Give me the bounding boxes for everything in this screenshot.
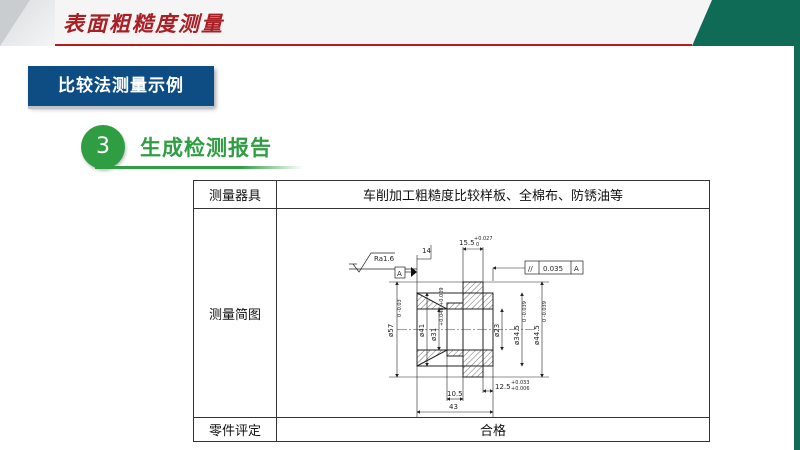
roughness-value: Ra1.6 <box>374 255 395 263</box>
dim-43-label: 43 <box>449 403 458 411</box>
bottom-dimension-lines <box>416 350 494 417</box>
dia-31-tolerance: +0.048 +0.009 <box>439 287 445 326</box>
dim-15-5-tol-lower: 0 <box>476 242 479 248</box>
dia-34-5-tolerance: 0 -0.039 <box>522 301 528 322</box>
header-decoration-right <box>692 0 800 46</box>
diameter-dimension-lines <box>389 281 549 378</box>
geo-tolerance-datum: A <box>574 265 579 273</box>
part-section-upper <box>416 281 494 310</box>
dia-23-label: ø23 <box>493 324 501 337</box>
title-underline <box>55 44 700 46</box>
part-section-lower <box>416 349 494 378</box>
dim-12-5-label: 12.5 <box>495 383 511 391</box>
row-label-instruments: 测量器具 <box>193 180 277 209</box>
section-header: 比较法测量示例 <box>28 66 214 106</box>
dim-15-5-tol-upper: +0.027 <box>474 236 493 242</box>
dia-41-label: ø41 <box>418 324 426 337</box>
dim-14-label: 14 <box>422 247 431 255</box>
dia-44-5-tolerance: 0 -0.039 <box>542 301 548 322</box>
dia-31-label: ø31 <box>430 328 438 341</box>
page-title: 表面粗糙度测量 <box>63 11 224 36</box>
section-header-shadow <box>28 106 214 109</box>
inspection-report-table: 测量器具 车削加工粗糙度比较样板、全棉布、防锈油等 测量简图 <box>193 180 710 442</box>
step-title: 生成检测报告 <box>140 136 272 160</box>
dia-57-tolerance: 0 -0.03 <box>397 299 403 317</box>
row-label-sketch: 测量简图 <box>193 208 277 418</box>
geo-tolerance-symbol: // <box>528 265 533 273</box>
dia-44-5-label: ø44.5 <box>533 325 541 345</box>
step-number-badge: 3 <box>81 125 125 169</box>
parallelism-tolerance-frame <box>492 260 584 281</box>
datum-a-label: A <box>397 270 402 278</box>
row-label-evaluation: 零件评定 <box>193 417 277 442</box>
dim-12-5-tol-upper: +0.033 <box>511 380 530 386</box>
right-edge-strip <box>794 46 800 450</box>
dim-15-5-label: 15.5 <box>459 239 475 247</box>
dia-34-5-label: ø34.5 <box>513 325 521 345</box>
top-dimension-lines <box>416 245 484 293</box>
dia-57-label: ø57 <box>387 324 395 337</box>
measurement-sketch-cell: ø57 0 -0.03 ø41 ø31 +0.048 +0.009 ø23 ø3… <box>276 208 710 418</box>
part-drawing: ø57 0 -0.03 ø41 ø31 +0.048 +0.009 ø23 ø3… <box>349 236 584 417</box>
roughness-symbol <box>349 252 417 273</box>
table-row: 测量器具 车削加工粗糙度比较样板、全棉布、防锈油等 <box>193 180 710 209</box>
dim-10-5-label: 10.5 <box>447 390 463 398</box>
geo-tolerance-value: 0.035 <box>543 265 563 273</box>
measurement-sketch: ø57 0 -0.03 ø41 ø31 +0.048 +0.009 ø23 ø3… <box>277 209 709 417</box>
header-bar <box>55 0 695 46</box>
dim-12-5-tol-lower: +0.006 <box>511 386 530 392</box>
datum-marker <box>394 266 417 279</box>
step-underline <box>95 166 303 169</box>
table-row: 测量简图 <box>193 208 710 418</box>
row-value-evaluation: 合格 <box>276 417 710 442</box>
row-value-instruments: 车削加工粗糙度比较样板、全棉布、防锈油等 <box>276 180 710 209</box>
table-row: 零件评定 合格 <box>193 417 710 442</box>
header-decoration-left <box>0 0 55 46</box>
